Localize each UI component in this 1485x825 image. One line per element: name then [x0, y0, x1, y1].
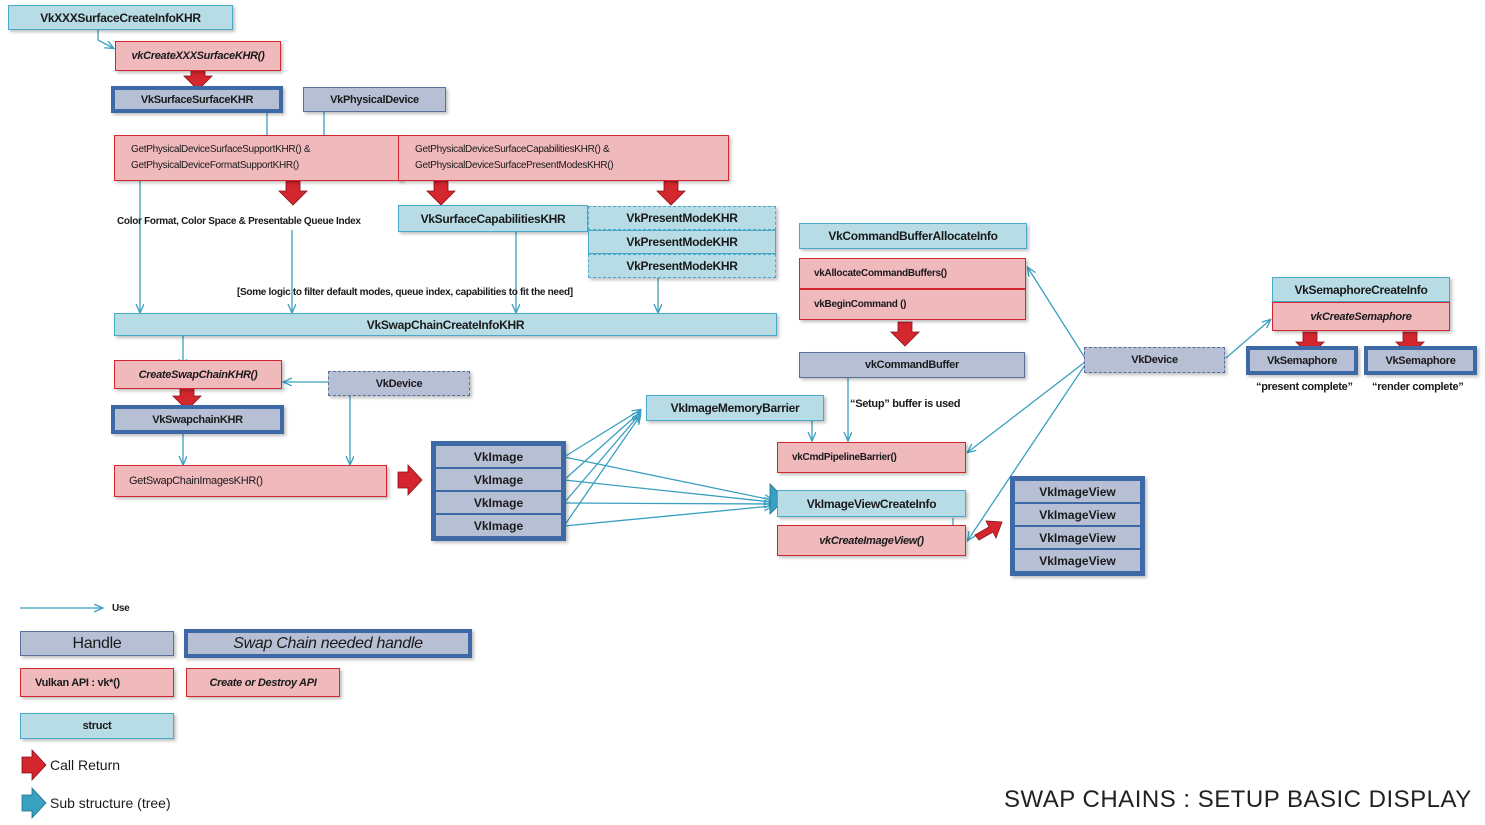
support-line-2: GetPhysicalDeviceFormatSupportKHR() [131, 160, 299, 171]
imageview-create-info-struct: VkImageViewCreateInfo [777, 490, 966, 517]
swapchain-handle: VkSwapchainKHR [111, 405, 284, 434]
semaphore-create-info-struct: VkSemaphoreCreateInfo [1272, 277, 1450, 302]
create-surface-api: vkCreateXXXSurfaceKHR() [115, 41, 281, 71]
image-item-3: VkImage [436, 492, 561, 513]
setup-buffer-label: “Setup” buffer is used [850, 398, 961, 410]
device-handle-2: VkDevice [1084, 347, 1225, 373]
surface-handle: VkSurfaceSurfaceKHR [111, 86, 283, 113]
semaphore-handle-1: VkSemaphore [1246, 346, 1358, 375]
image-view-item-3: VkImageView [1015, 527, 1140, 548]
support-line-1: GetPhysicalDeviceSurfaceSupportKHR() & [131, 144, 311, 155]
present-complete-label: “present complete” [1256, 381, 1353, 393]
image-item-4: VkImage [436, 515, 561, 536]
diagram-title: SWAP CHAINS : SETUP BASIC DISPLAY [1004, 786, 1472, 813]
create-semaphore-api: vkCreateSemaphore [1272, 302, 1450, 331]
present-mode-1: VkPresentModeKHR [588, 206, 776, 230]
image-item-1: VkImage [436, 446, 561, 467]
command-buffer-handle: vkCommandBuffer [799, 352, 1025, 378]
get-swapchain-images-api: GetSwapChainImagesKHR() [114, 465, 387, 497]
caps-line-2: GetPhysicalDeviceSurfacePresentModesKHR(… [415, 160, 614, 171]
swapchain-create-info-struct: VkSwapChainCreateInfoKHR [114, 313, 777, 336]
image-memory-barrier-struct: VkImageMemoryBarrier [646, 395, 824, 421]
legend-swap-handle: Swap Chain needed handle [184, 629, 472, 658]
image-view-item-2: VkImageView [1015, 504, 1140, 525]
get-surface-support-api: GetPhysicalDeviceSurfaceSupportKHR() & G… [114, 135, 402, 181]
color-format-label: Color Format, Color Space & Presentable … [117, 216, 361, 227]
legend-vulkan-api: Vulkan API : vk*() [20, 668, 174, 697]
device-handle-1: VkDevice [328, 371, 470, 396]
allocate-cmdbufs-api: vkAllocateCommandBuffers() [799, 258, 1026, 289]
present-mode-3: VkPresentModeKHR [588, 254, 776, 278]
legend-create-destroy: Create or Destroy API [186, 668, 340, 697]
get-surface-capabilities-api: GetPhysicalDeviceSurfaceCapabilitiesKHR(… [398, 135, 729, 181]
image-list: VkImage VkImage VkImage VkImage [431, 441, 566, 541]
begin-command-api: vkBeginCommand () [799, 289, 1026, 320]
image-view-item-1: VkImageView [1015, 481, 1140, 502]
surface-create-info: VkXXXSurfaceCreateInfoKHR [8, 5, 233, 30]
create-swapchain-api: CreateSwapChainKHR() [114, 360, 282, 389]
create-imageview-api: vkCreateImageView() [777, 525, 966, 556]
render-complete-label: “render complete” [1372, 381, 1464, 393]
present-mode-2: VkPresentModeKHR [588, 230, 776, 254]
cmdbuf-alloc-info-struct: VkCommandBufferAllocateInfo [799, 223, 1027, 249]
legend-use-label: Use [112, 603, 130, 614]
physical-device-handle: VkPhysicalDevice [303, 87, 446, 112]
cmd-pipeline-barrier-api: vkCmdPipelineBarrier() [777, 442, 966, 473]
legend-struct: struct [20, 713, 174, 739]
legend-handle: Handle [20, 631, 174, 656]
surface-capabilities-struct: VkSurfaceCapabilitiesKHR [398, 205, 588, 232]
image-view-list: VkImageView VkImageView VkImageView VkIm… [1010, 476, 1145, 576]
legend-sub-structure-label: Sub structure (tree) [50, 795, 171, 811]
image-view-item-4: VkImageView [1015, 550, 1140, 571]
image-item-2: VkImage [436, 469, 561, 490]
semaphore-handle-2: VkSemaphore [1364, 346, 1477, 375]
legend-call-return-label: Call Return [50, 757, 121, 773]
caps-line-1: GetPhysicalDeviceSurfaceCapabilitiesKHR(… [415, 144, 610, 155]
logic-label: [Some logic to filter default modes, que… [237, 287, 573, 298]
